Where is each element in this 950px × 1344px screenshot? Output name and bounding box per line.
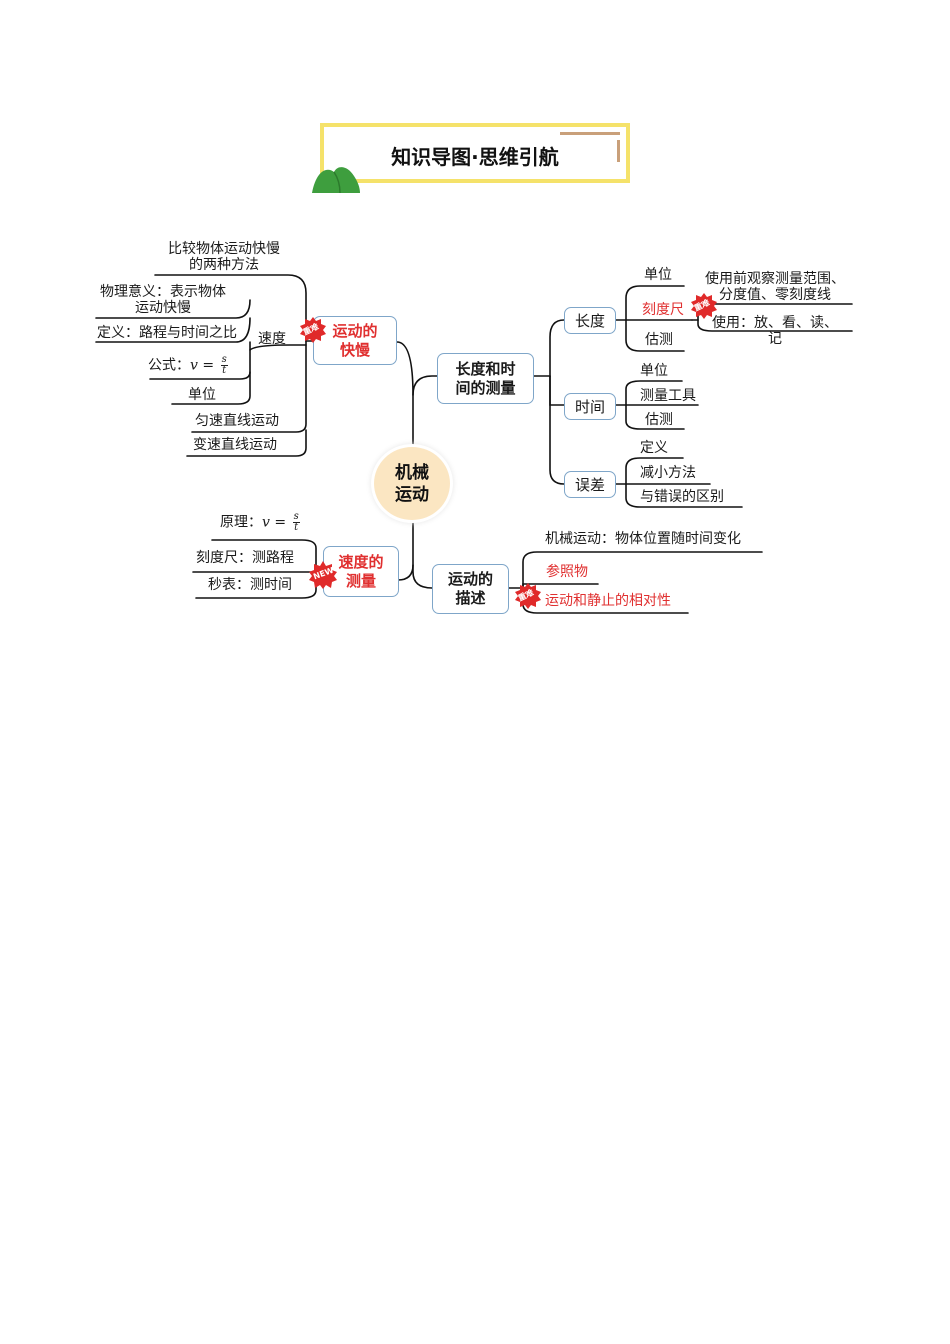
label-compare-methods: 比较物体运动快慢 的两种方法 [168,241,280,273]
center-label: 机械 运动 [395,462,429,505]
label-reference-object: 参照物 [546,564,588,580]
label-variable-motion: 变速直线运动 [193,437,277,453]
banner-accent-top [560,132,620,135]
page-title: 知识导图·思维引航 [391,145,559,169]
node-length-time-measurement[interactable]: 长度和时 间的测量 [437,353,534,404]
label-unit: 单位 [188,387,216,403]
label-speed: 速度 [258,331,286,347]
label-ruler-use: 使用：放、看、读、 记 [712,315,838,347]
label-error-reduce: 减小方法 [640,465,696,481]
banner-accent-side [617,140,620,162]
label-stopwatch-time: 秒表：测时间 [208,577,292,593]
header-banner: 知识导图·思维引航 [320,123,630,183]
label-ruler-before-use: 使用前观察测量范围、 分度值、零刻度线 [705,271,845,303]
node-speed-of-motion[interactable]: 运动的 快慢 [313,316,397,365]
label-time-unit: 单位 [640,363,668,379]
label-length-estimate: 估测 [645,332,673,348]
label-mechanical-motion: 机械运动：物体位置随时间变化 [545,531,741,547]
label-definition: 定义：路程与时间之比 [97,325,237,341]
label-uniform-motion: 匀速直线运动 [195,413,279,429]
badge-key-point-icon [300,317,326,343]
label-ruler-distance: 刻度尺：测路程 [196,550,294,566]
node-error[interactable]: 误差 [564,471,616,498]
center-node[interactable]: 机械 运动 [374,447,450,520]
badge-description-key-icon [515,583,541,609]
label-error-difference: 与错误的区别 [640,489,724,505]
node-length[interactable]: 长度 [564,307,616,334]
label-time-estimate: 估测 [645,412,673,428]
label-physical-meaning: 物理意义：表示物体 运动快慢 [100,284,226,316]
hill-icon [312,167,360,194]
mindmap-connectors [95,274,853,614]
label-time-tool: 测量工具 [640,388,696,404]
node-time[interactable]: 时间 [564,393,616,420]
badge-ruler-key-icon [691,293,717,319]
label-ruler: 刻度尺 [642,302,684,318]
label-relativity: 运动和静止的相对性 [545,593,671,609]
badge-new-icon [309,561,337,589]
label-length-unit: 单位 [644,267,672,283]
label-error-definition: 定义 [640,440,668,456]
node-motion-description[interactable]: 运动的 描述 [432,564,509,614]
